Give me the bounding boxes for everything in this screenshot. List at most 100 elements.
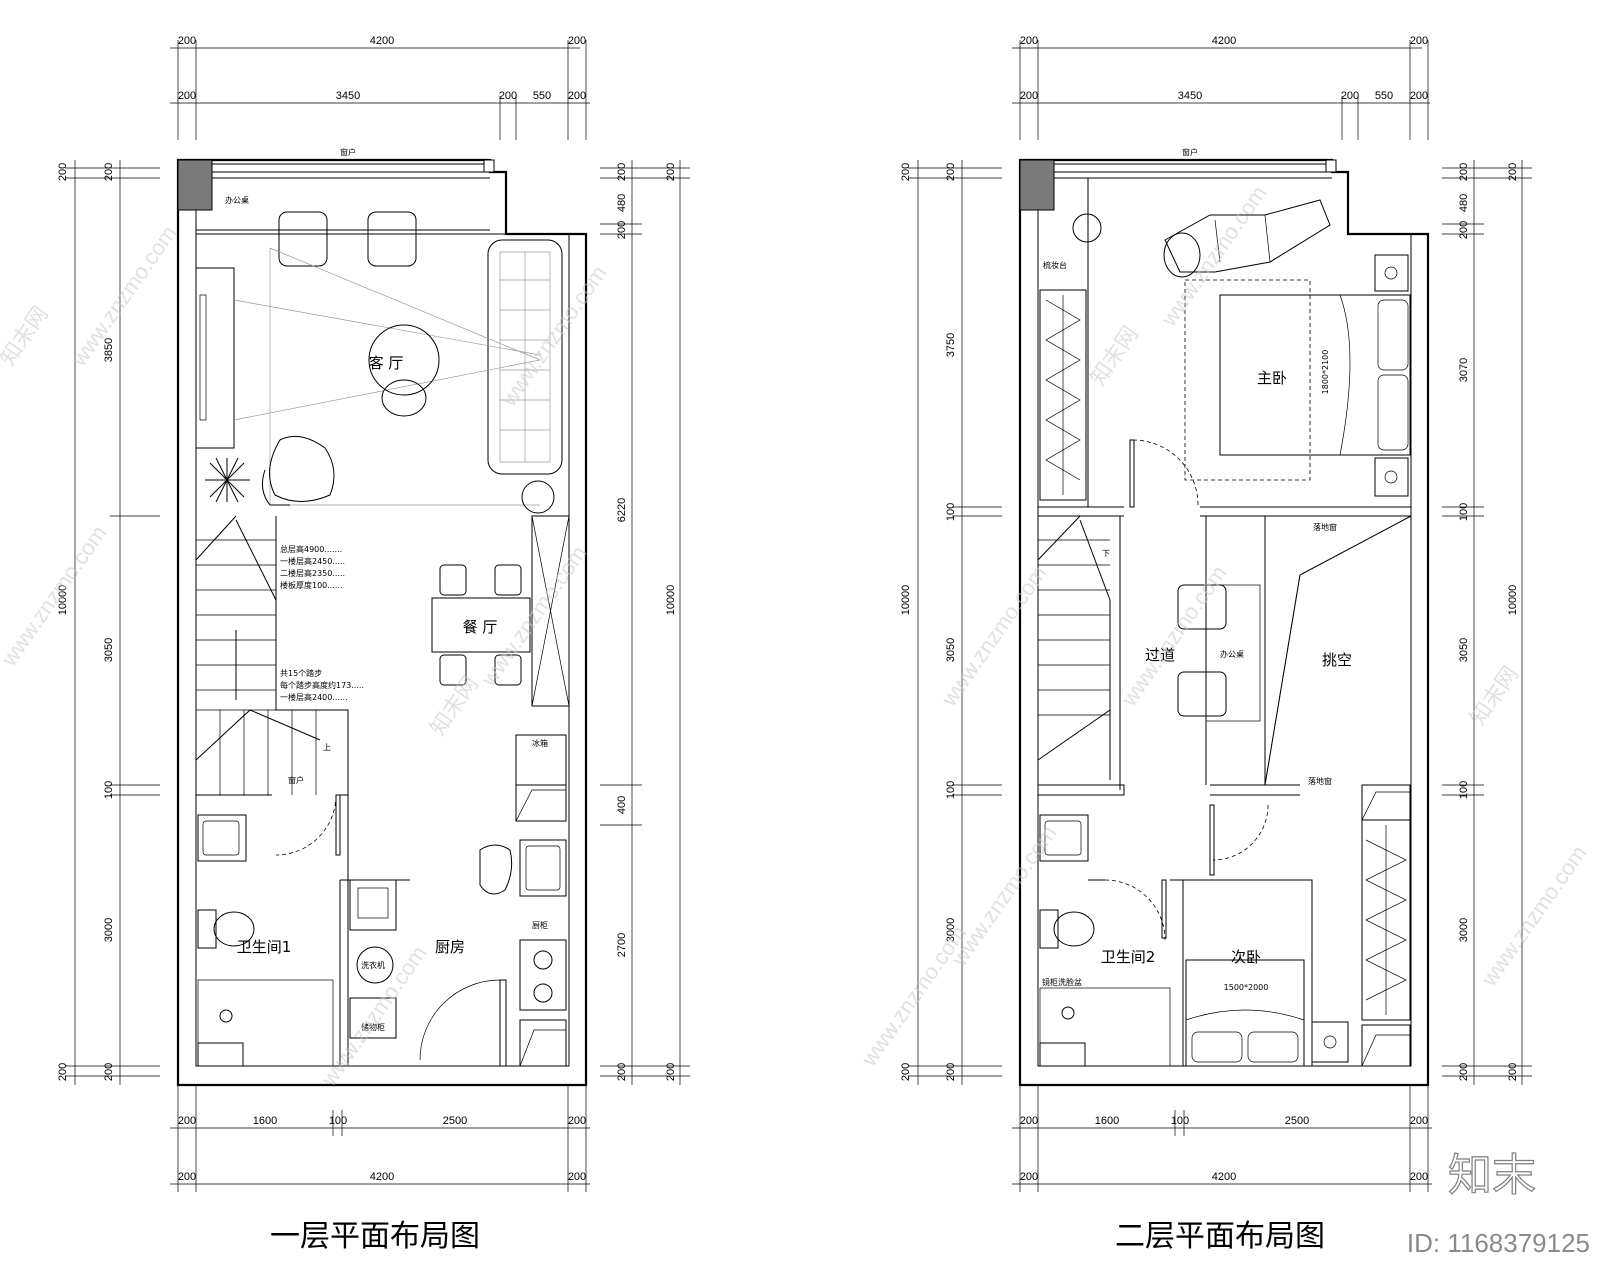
floor-1-plan: 200 4200 200 200 3450 200 550 200 200 16… — [57, 35, 690, 1254]
stair-up-label: 上 — [323, 743, 331, 752]
dim-text: 200 — [568, 35, 586, 47]
dim-text: 200 — [57, 1063, 69, 1081]
dim-text: 200 — [900, 163, 912, 181]
dim-text: 3750 — [945, 333, 957, 357]
vanity-label: 梳妆台 — [1043, 260, 1067, 270]
room-master-label: 主卧 — [1257, 369, 1287, 387]
dim-text: 200 — [900, 1063, 912, 1081]
dim-text: 3050 — [945, 638, 957, 662]
floor-2-title: 二层平面布局图 — [1115, 1219, 1325, 1254]
floor-2-walls — [1018, 158, 1430, 1087]
floor-1-top-dimensions: 200 4200 200 200 3450 200 550 200 — [170, 35, 590, 140]
room-corridor-label: 过道 — [1145, 646, 1175, 664]
dim-text: 100 — [329, 1115, 347, 1127]
watermark-text: www.znzmo.com — [476, 541, 592, 691]
dim-text: 200 — [945, 163, 957, 181]
dim-text: 200 — [1458, 1063, 1470, 1081]
dim-text: 400 — [616, 796, 628, 814]
dim-text: 10000 — [900, 585, 912, 616]
dim-text: 200 — [665, 163, 677, 181]
floor-1-left-dimensions: 200 10000 200 200 3850 3050 100 3000 200 — [57, 160, 160, 1085]
floor-1-stair — [195, 515, 321, 795]
dim-text: 200 — [568, 90, 586, 102]
dim-text: 200 — [568, 1115, 586, 1127]
floor-2-right-dimensions: 200 480 200 3070 100 3050 100 3000 200 2… — [1442, 160, 1532, 1085]
dim-text: 100 — [945, 503, 957, 521]
dim-text: 200 — [103, 163, 115, 181]
watermark-text: www.znzmo.com — [946, 821, 1062, 971]
master-bed-size: 1800*2100 — [1321, 350, 1330, 395]
dim-text: 100 — [103, 781, 115, 799]
note-line: 总层高4900....... — [280, 544, 342, 554]
floor-1-furniture — [195, 211, 567, 1067]
watermark-text: www.znzmo.com — [936, 561, 1052, 711]
dim-text: 200 — [616, 1063, 628, 1081]
dim-text: 10000 — [57, 585, 69, 616]
master-bed — [1219, 254, 1411, 497]
floor-2-bottom-dimensions: 200 1600 100 2500 200 200 4200 200 — [1012, 1085, 1432, 1192]
dim-text: 3850 — [103, 338, 115, 362]
room-dining-label: 餐 厅 — [463, 618, 498, 636]
washer-label: 洗衣机 — [361, 960, 385, 970]
floor-2-stair — [1037, 515, 1111, 780]
dim-text: 200 — [1410, 1115, 1428, 1127]
dim-text: 10000 — [665, 585, 677, 616]
dim-text: 200 — [568, 1171, 586, 1183]
dim-text: 200 — [665, 1063, 677, 1081]
dim-text: 480 — [1458, 194, 1470, 212]
window-label: 窗户 — [288, 775, 304, 785]
second-bed — [1185, 959, 1349, 1067]
dim-text: 1600 — [253, 1115, 277, 1127]
dim-text: 3000 — [945, 918, 957, 942]
window-label: 窗户 — [1182, 147, 1198, 157]
floor-2-labels: 窗户 梳妆台 主卧 1800*2100 过道 办公桌 挑空 落地窗 落地窗 下 … — [1042, 147, 1352, 1254]
watermark-text-cn: 知末网 — [0, 301, 53, 369]
room-bath-2-label: 卫生间2 — [1101, 948, 1156, 966]
floor-height-notes: 总层高4900....... 一楼层高2450..... 二楼层高2350...… — [280, 544, 345, 590]
dim-text: 200 — [178, 35, 196, 47]
floor-2-top-dimensions: 200 4200 200 200 3450 200 550 200 — [1012, 35, 1430, 140]
dim-text: 200 — [1020, 1171, 1038, 1183]
note-line: 共15个踏步 — [280, 668, 322, 678]
watermark-text: www.znzmo.com — [66, 221, 182, 371]
shelf-label: 镜柜洗脸盆 — [1042, 977, 1082, 987]
rail-label: 落地窗 — [1313, 522, 1337, 532]
dim-text: 200 — [1458, 163, 1470, 181]
room-kitchen-label: 厨房 — [435, 938, 465, 956]
dim-text: 480 — [616, 194, 628, 212]
note-line: 一楼层高2400...... — [280, 692, 348, 702]
dim-text: 3000 — [1458, 918, 1470, 942]
floor-1-walls — [176, 158, 588, 1087]
dim-text: 200 — [1020, 35, 1038, 47]
dim-text: 200 — [1410, 1171, 1428, 1183]
watermark-text: www.znzmo.com — [1476, 841, 1592, 991]
dim-text: 2700 — [616, 933, 628, 957]
dim-text: 6220 — [616, 498, 628, 522]
dim-text: 3050 — [103, 638, 115, 662]
dim-text: 4200 — [1212, 35, 1236, 47]
dim-text: 200 — [103, 1063, 115, 1081]
dim-text: 200 — [1020, 90, 1038, 102]
watermark-text: www.znzmo.com — [496, 261, 612, 411]
floor-2-plan: 200 4200 200 200 3450 200 550 200 200 16… — [900, 35, 1532, 1254]
dim-text: 3050 — [1458, 638, 1470, 662]
dim-text: 200 — [616, 221, 628, 239]
brand-mark: 知末 ID: 1168379125 — [1407, 1149, 1590, 1258]
floor-2-left-dimensions: 200 10000 200 200 3750 100 3050 100 3000… — [900, 160, 1002, 1085]
dim-text: 200 — [1507, 163, 1519, 181]
stove-label: 厨柜 — [532, 920, 548, 930]
floor-2-furniture — [1037, 199, 1411, 1067]
storage-label: 储物柜 — [361, 1022, 385, 1032]
dim-text: 3070 — [1458, 358, 1470, 382]
dim-text: 550 — [533, 90, 551, 102]
dim-text: 2500 — [443, 1115, 467, 1127]
watermark-text: www.znzmo.com — [1116, 561, 1232, 711]
window-label: 窗户 — [340, 147, 356, 157]
note-line: 每个踏步高度约173..... — [280, 680, 364, 690]
dim-text: 200 — [57, 163, 69, 181]
stair-down-label: 下 — [1102, 549, 1110, 558]
note-line: 一楼层高2450..... — [280, 556, 345, 566]
watermark-text-cn: 知末网 — [425, 671, 483, 739]
floor-1-labels: 窗户 办公桌 客 厅 餐 厅 卫生间1 厨房 上 窗户 冰箱 厨柜 洗衣机 储物… — [225, 147, 548, 1254]
